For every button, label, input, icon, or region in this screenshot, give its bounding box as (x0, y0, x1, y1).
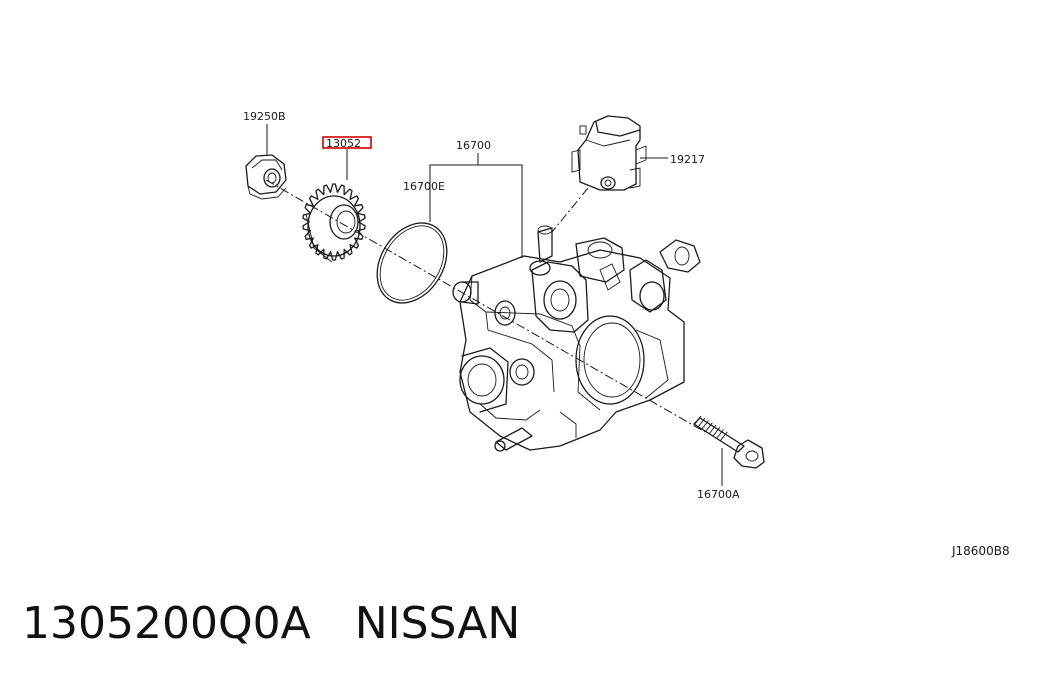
label-13052-highlight (322, 136, 372, 149)
bolt-thread-line (716, 429, 724, 439)
bolt-part[interactable] (693, 415, 765, 469)
footer-caption: 1305200Q0A NISSAN (22, 598, 520, 649)
nut-part[interactable] (245, 154, 287, 200)
fuel-pump-body[interactable] (452, 225, 701, 452)
bolt-thread-line (708, 424, 717, 435)
reference-code: J18600B8 (951, 544, 1010, 558)
sensor-axis-line (551, 187, 589, 233)
gear-teeth-outline (302, 183, 366, 261)
bolt-thread-line (704, 422, 713, 433)
o-ring-part[interactable] (363, 210, 461, 316)
bolt-thread-line (712, 427, 721, 437)
bolt-thread-line (697, 418, 706, 428)
gear-part[interactable] (302, 183, 366, 263)
part-number: 1305200Q0A (22, 598, 311, 649)
label-16700A: 16700A (697, 488, 740, 501)
exploded-parts-diagram: 19250B 13052 16700E 16700 19217 (243, 110, 1010, 558)
leader-16700 (429, 153, 523, 258)
bolt-thread-line (701, 420, 709, 430)
assembly-axis-line (265, 179, 706, 433)
label-19250B: 19250B (243, 110, 286, 123)
pressure-sensor-part[interactable] (571, 115, 647, 191)
brand-name: NISSAN (354, 598, 521, 649)
label-13052: 13052 (326, 137, 361, 150)
bolt-thread-line (719, 431, 728, 442)
label-16700E: 16700E (403, 180, 445, 193)
label-19217: 19217 (670, 153, 705, 166)
label-16700: 16700 (456, 139, 491, 152)
bolt-thread-line (693, 415, 702, 426)
